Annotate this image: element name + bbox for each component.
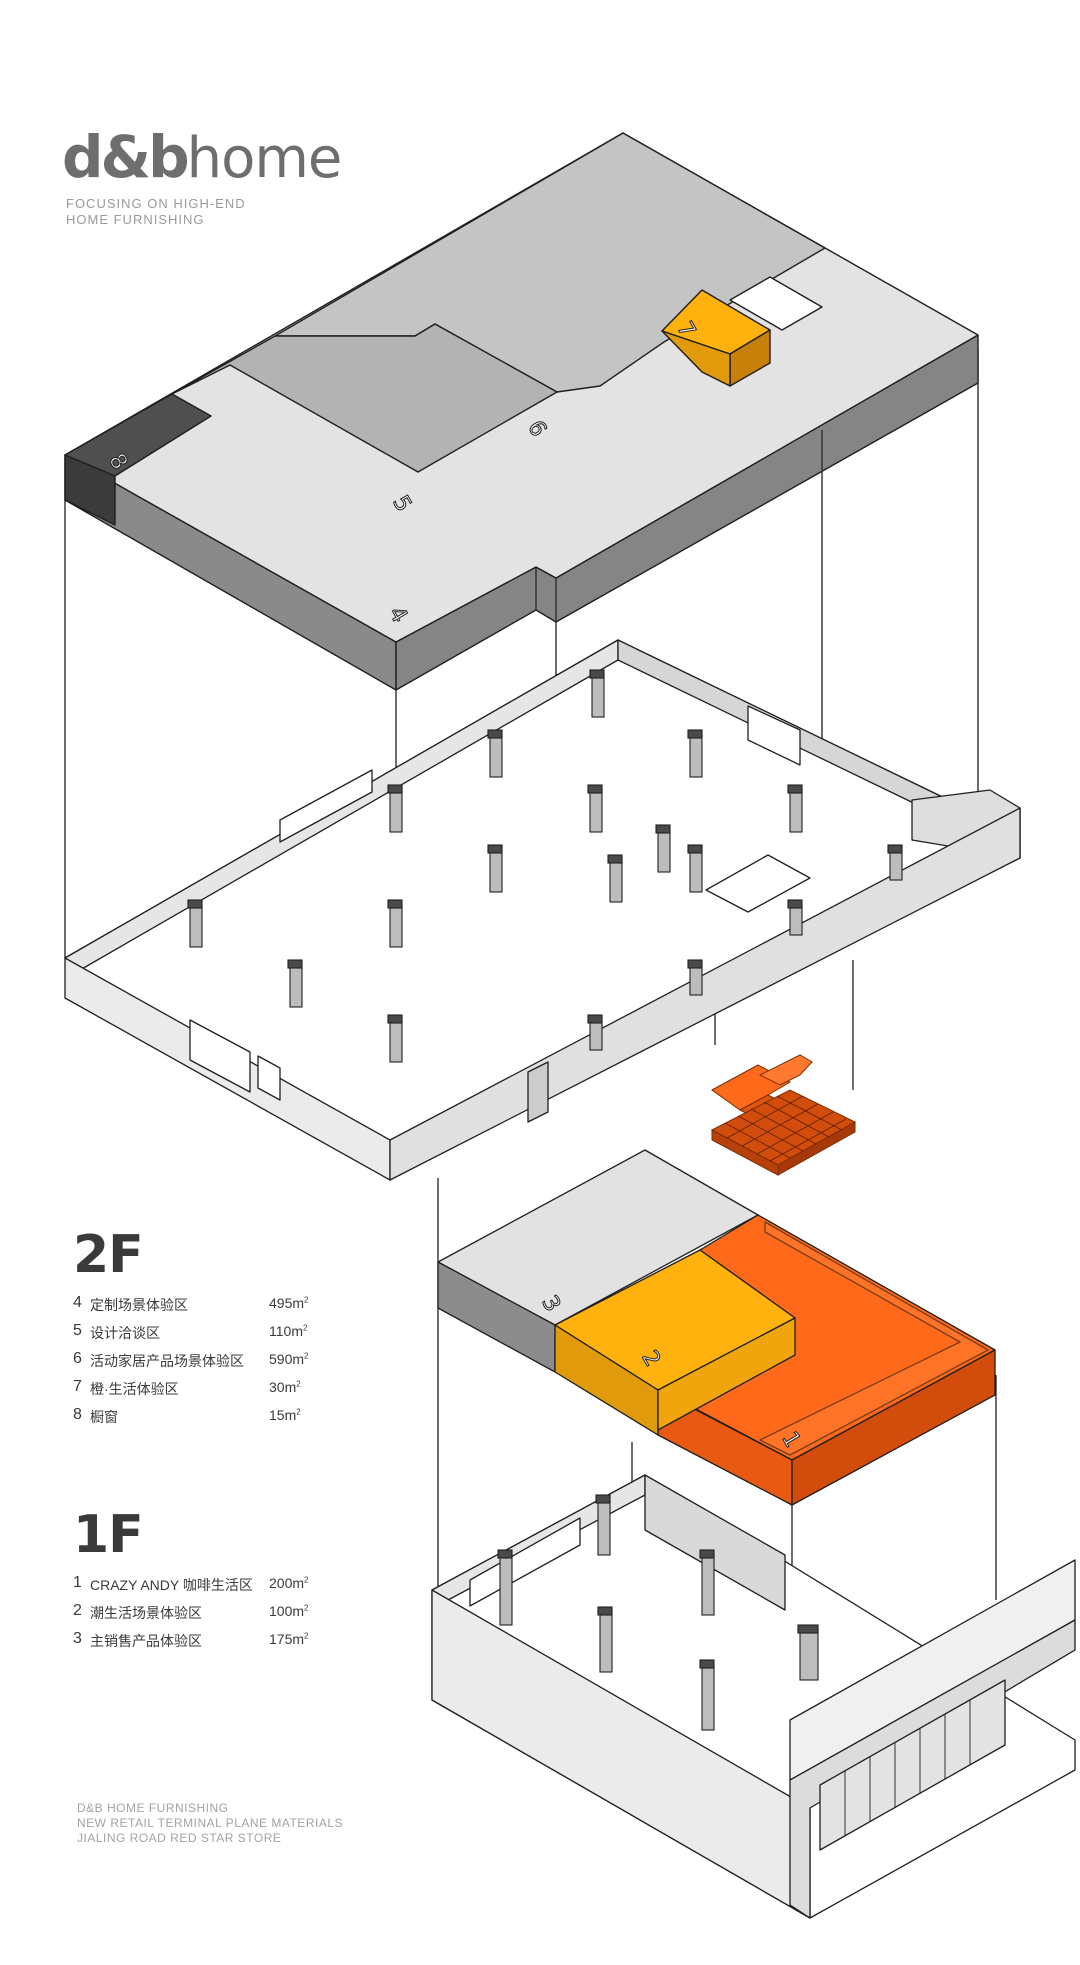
legend-row: 1 CRAZY ANDY 咖啡生活区 200m2 xyxy=(73,1570,333,1598)
footer-line: NEW RETAIL TERMINAL PLANE MATERIALS xyxy=(77,1816,343,1830)
floor-title-1f: 1F xyxy=(73,1505,144,1565)
column xyxy=(887,844,903,881)
legend-row: 8 橱窗 15m2 xyxy=(73,1402,333,1430)
column xyxy=(687,729,703,778)
column xyxy=(787,899,803,936)
zone-1-east xyxy=(791,1349,996,1506)
column xyxy=(589,669,605,718)
legend-area: 590m2 xyxy=(269,1351,309,1367)
column xyxy=(497,1549,513,1626)
column xyxy=(607,854,623,903)
column xyxy=(597,1606,613,1673)
legend-row: 5 设计洽谈区 110m2 xyxy=(73,1318,333,1346)
column xyxy=(387,1014,403,1063)
zones-1f xyxy=(437,1149,996,1506)
legend-num: 8 xyxy=(73,1406,82,1423)
wall-south-notch xyxy=(527,1061,549,1123)
zone-7-void xyxy=(729,276,823,331)
footer-caption: D&B HOME FURNISHING NEW RETAIL TERMINAL … xyxy=(77,1801,343,1846)
legend-num: 4 xyxy=(73,1294,82,1311)
column xyxy=(487,729,503,778)
window-1f xyxy=(469,1517,581,1607)
logo-light-text: home xyxy=(186,126,343,191)
wall-1f-north xyxy=(644,1474,786,1611)
legend-num: 3 xyxy=(73,1630,82,1647)
legend-row: 6 活动家居产品场景体验区 590m2 xyxy=(73,1346,333,1374)
window-2f-2 xyxy=(747,705,801,766)
door-2f-2 xyxy=(257,1055,281,1101)
brand-tagline: FOCUSING ON HIGH-END HOME FURNISHING xyxy=(66,196,246,228)
column xyxy=(787,784,803,833)
zone-2-front xyxy=(554,1324,659,1436)
footer-line: JIALING ROAD RED STAR STORE xyxy=(77,1831,282,1845)
column xyxy=(797,1624,819,1681)
floor-2f-plan xyxy=(64,639,1021,1181)
floor-title-2f: 2F xyxy=(73,1225,144,1285)
columns-1f xyxy=(497,1494,819,1731)
column xyxy=(387,784,403,833)
legend-area: 200m2 xyxy=(269,1575,309,1591)
legend-num: 1 xyxy=(73,1574,82,1591)
legend-row: 7 橙·生活体验区 30m2 xyxy=(73,1374,333,1402)
storefront xyxy=(819,1679,1006,1851)
zone-8-side xyxy=(64,454,116,526)
column xyxy=(587,784,603,833)
legend-2f: 4 定制场景体验区 495m2 5 设计洽谈区 110m2 6 活动家居产品场景… xyxy=(73,1290,333,1430)
legend-area: 175m2 xyxy=(269,1631,309,1647)
column xyxy=(595,1494,611,1556)
legend-name: 主销售产品体验区 xyxy=(90,1633,202,1649)
legend-1f: 1 CRAZY ANDY 咖啡生活区 200m2 2 潮生活场景体验区 100m… xyxy=(73,1570,333,1654)
footer-line: D&B HOME FURNISHING xyxy=(77,1801,229,1815)
legend-area: 110m2 xyxy=(269,1323,308,1339)
column xyxy=(699,1549,715,1616)
legend-name: 橱窗 xyxy=(90,1409,118,1425)
legend-area: 495m2 xyxy=(269,1295,309,1311)
zone-7-front xyxy=(661,330,731,387)
legend-area: 30m2 xyxy=(269,1379,301,1395)
legend-area: 100m2 xyxy=(269,1603,309,1619)
column xyxy=(587,1014,603,1051)
zone-2-east xyxy=(657,1317,796,1431)
legend-num: 6 xyxy=(73,1350,82,1367)
tagline-line: FOCUSING ON HIGH-END xyxy=(66,196,246,211)
brand-logo: d&bhome xyxy=(62,128,342,187)
orange-stair xyxy=(710,1054,857,1176)
legend-num: 7 xyxy=(73,1378,82,1395)
floor-1f-plan xyxy=(431,1474,1076,1919)
tagline-line: HOME FURNISHING xyxy=(66,212,205,227)
column xyxy=(687,959,703,996)
column xyxy=(655,824,671,873)
column xyxy=(387,899,403,948)
zone-5-floor xyxy=(171,323,558,473)
legend-name: 定制场景体验区 xyxy=(90,1297,188,1313)
legend-name: 活动家居产品场景体验区 xyxy=(90,1353,244,1369)
column xyxy=(699,1659,715,1731)
legend-row: 2 潮生活场景体验区 100m2 xyxy=(73,1598,333,1626)
legend-name: 橙·生活体验区 xyxy=(90,1381,179,1397)
legend-area: 15m2 xyxy=(269,1407,301,1423)
legend-num: 2 xyxy=(73,1602,82,1619)
legend-row: 3 主销售产品体验区 175m2 xyxy=(73,1626,333,1654)
legend-num: 5 xyxy=(73,1322,82,1339)
legend-name: 设计洽谈区 xyxy=(90,1325,160,1341)
column xyxy=(487,844,503,893)
column xyxy=(187,899,203,948)
legend-row: 4 定制场景体验区 495m2 xyxy=(73,1290,333,1318)
door-2f-1 xyxy=(189,1019,251,1093)
columns-2f xyxy=(187,669,903,1063)
stair-void xyxy=(705,854,811,913)
logo-bold-text: d&b xyxy=(62,123,190,191)
legend-name: CRAZY ANDY 咖啡生活区 xyxy=(90,1577,253,1593)
roof-2f xyxy=(64,132,979,691)
zone-1-inner-rim xyxy=(759,1221,989,1456)
column xyxy=(287,959,303,1008)
window-2f-1 xyxy=(279,769,373,843)
legend-name: 潮生活场景体验区 xyxy=(90,1605,202,1621)
column xyxy=(687,844,703,893)
